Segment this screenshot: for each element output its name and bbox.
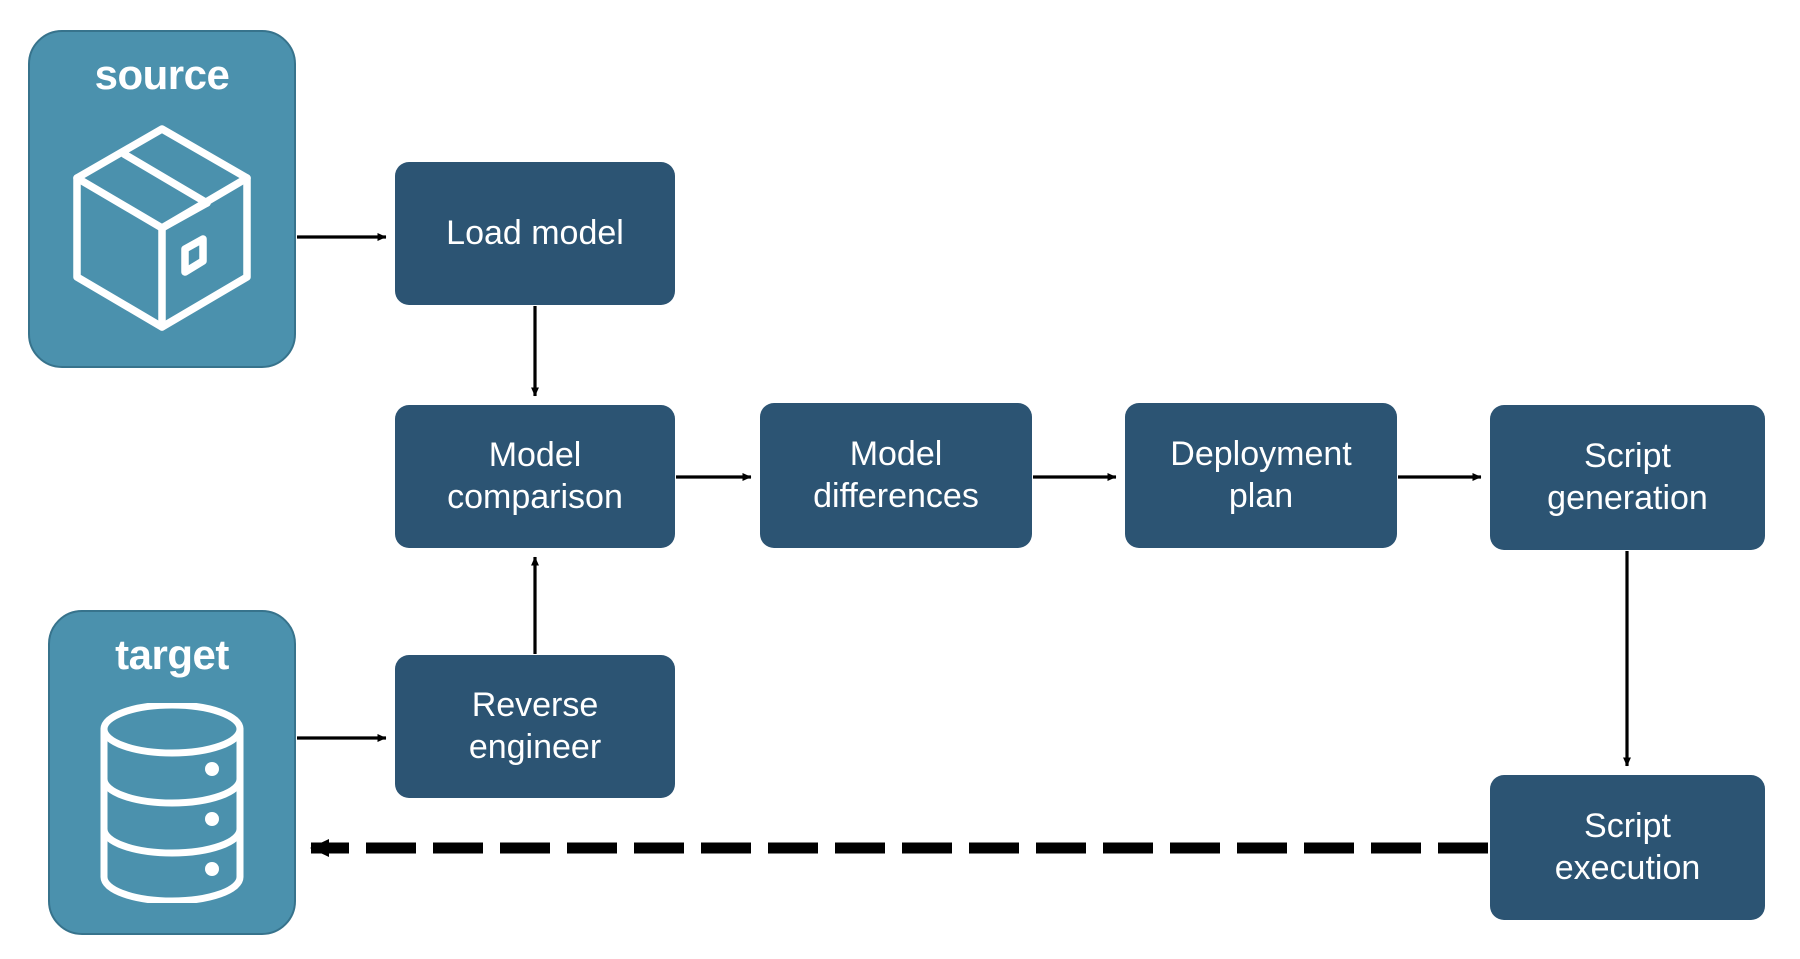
endpoint-card-target[interactable]: target: [48, 610, 296, 935]
process-label-script-generation: Script generation: [1547, 437, 1708, 517]
package-box-icon: [30, 96, 294, 366]
process-box-deployment-plan[interactable]: Deployment plan: [1125, 403, 1397, 548]
process-box-script-execution[interactable]: Script execution: [1490, 775, 1765, 920]
endpoint-card-source[interactable]: source: [28, 30, 296, 368]
process-label-load-model: Load model: [446, 213, 624, 252]
process-label-deployment-plan: Deployment plan: [1170, 435, 1352, 515]
process-label-reverse-engineer: Reverse engineer: [468, 686, 602, 766]
database-cylinder-icon: [50, 676, 294, 933]
process-box-model-comparison[interactable]: Model comparison: [395, 405, 675, 548]
process-box-reverse-engineer[interactable]: Reverse engineer: [395, 655, 675, 798]
process-label-model-differences: Model differences: [813, 435, 979, 515]
process-label-model-comparison: Model comparison: [447, 436, 623, 516]
process-box-load-model[interactable]: Load model: [395, 162, 675, 305]
process-box-model-differences[interactable]: Model differences: [760, 403, 1032, 548]
process-box-script-generation[interactable]: Script generation: [1490, 405, 1765, 550]
endpoint-label-target: target: [115, 631, 229, 678]
endpoint-label-source: source: [94, 51, 230, 98]
process-label-script-execution: Script execution: [1554, 807, 1701, 887]
